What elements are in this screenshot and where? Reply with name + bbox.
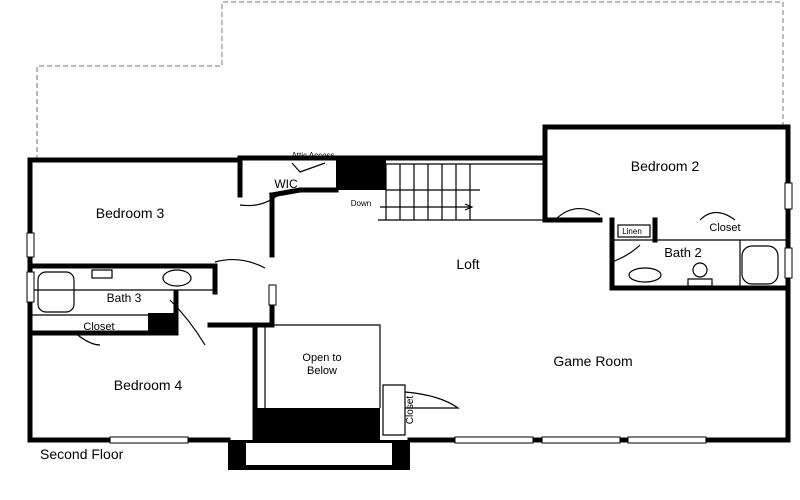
attic-hatch: [291, 162, 326, 173]
interior-walls: [27, 157, 791, 443]
exterior-walls: [27, 124, 791, 443]
door-swings: [74, 194, 736, 409]
room-label-wic: WIC: [274, 177, 298, 191]
stairs-arrow-icon: [380, 203, 474, 211]
open-to-below-line-2: Below: [307, 365, 337, 377]
staircase: [378, 163, 545, 221]
room-label-bedroom-4: Bedroom 4: [114, 377, 183, 393]
room-label-bedroom-2: Bedroom 2: [631, 158, 700, 174]
room-label-hall-closet: Closet: [405, 396, 416, 425]
floor-title: Second Floor: [40, 446, 124, 462]
room-label-closet-bedroom-2: Closet: [709, 222, 740, 234]
room-label-bedroom-3: Bedroom 3: [96, 205, 165, 221]
room-label-bath-2: Bath 2: [664, 245, 702, 260]
attic-access-label: Attic Access: [291, 151, 334, 160]
windows: [26, 182, 793, 444]
bump-out-interior: [246, 443, 392, 465]
room-label-linen: Linen: [622, 227, 642, 236]
fixtures: [37, 224, 779, 313]
open-to-below-line-1: Open to: [302, 352, 341, 364]
closet-block: [148, 313, 175, 333]
room-label-loft: Loft: [456, 256, 479, 272]
room-label-bath-3: Bath 3: [107, 291, 142, 305]
room-label-game-room: Game Room: [553, 353, 632, 369]
stairs-down-label: Down: [351, 199, 371, 208]
room-label-closet-bedroom-4: Closet: [83, 321, 114, 333]
chase-block: [336, 160, 386, 190]
lower-floor-outline: [36, 1, 784, 160]
floor-block: [255, 408, 380, 440]
